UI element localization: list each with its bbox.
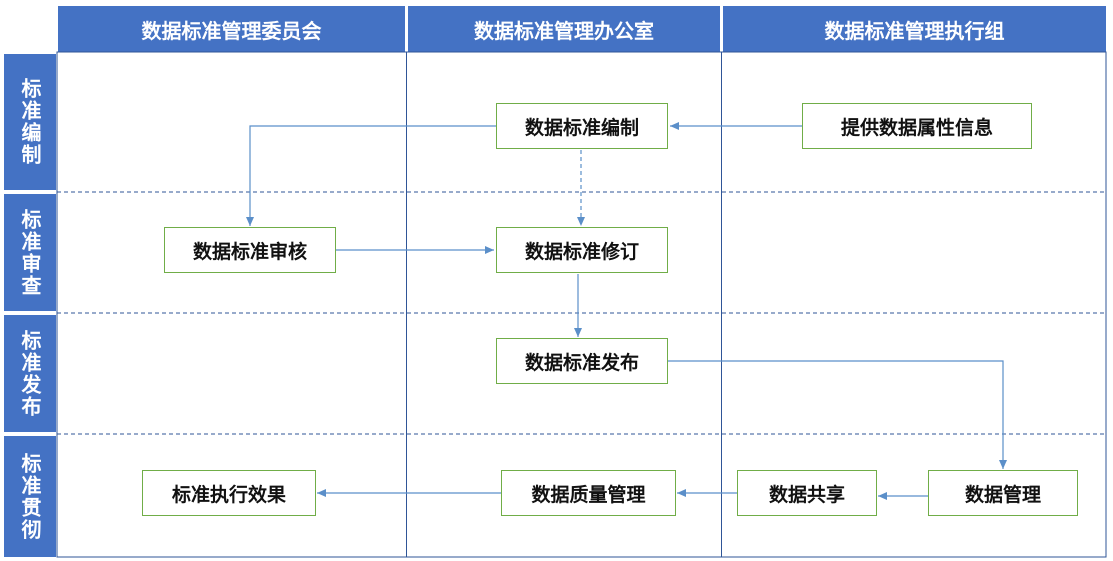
- node-standard-revise: 数据标准修订: [496, 227, 668, 273]
- node-standard-compile: 数据标准编制: [496, 103, 668, 149]
- node-data-quality-management: 数据质量管理: [501, 470, 676, 516]
- node-data-sharing: 数据共享: [737, 470, 877, 516]
- node-provide-attribute-info: 提供数据属性信息: [802, 103, 1032, 149]
- node-data-management: 数据管理: [928, 470, 1078, 516]
- diagram-border: [56, 51, 1107, 558]
- row-header-implement: 标准贯彻: [4, 436, 56, 557]
- col-header-committee: 数据标准管理委员会: [58, 6, 405, 52]
- arrow-publish-to-manage: [668, 360, 1007, 469]
- node-standard-review: 数据标准审核: [164, 227, 336, 273]
- node-standard-execution-effect: 标准执行效果: [142, 470, 316, 516]
- row-header-review: 标准审查: [4, 194, 56, 311]
- col-header-office: 数据标准管理办公室: [408, 6, 720, 52]
- col-header-exec-group: 数据标准管理执行组: [723, 6, 1106, 52]
- node-standard-publish: 数据标准发布: [496, 338, 668, 384]
- row-header-compile: 标准编制: [4, 54, 56, 190]
- row-header-publish: 标准发布: [4, 315, 56, 432]
- arrow-compile-to-review: [246, 125, 496, 226]
